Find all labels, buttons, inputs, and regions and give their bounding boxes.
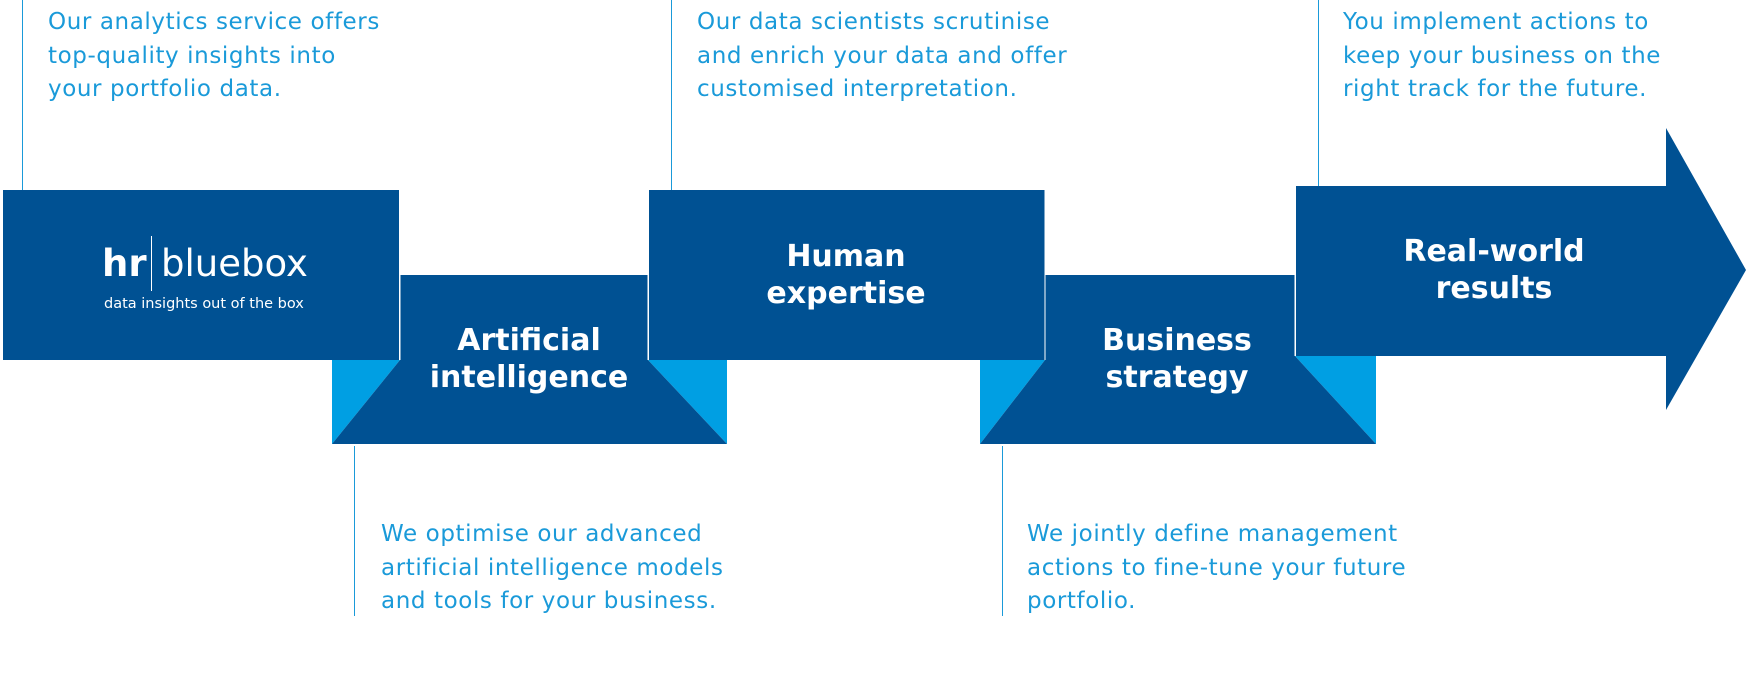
intro-desc-line: Our analytics service offers bbox=[48, 9, 380, 35]
step-4-desc-line: right track for the future. bbox=[1343, 76, 1648, 102]
step-1-desc-line: artificial intelligence models bbox=[381, 554, 724, 581]
step-3-label: Business strategy bbox=[1077, 322, 1277, 396]
step-3-label-line: strategy bbox=[1105, 360, 1249, 395]
step-1-desc-line: We optimise our advanced bbox=[381, 521, 703, 547]
step-1-label-line: Artificial bbox=[457, 323, 601, 358]
step-1-desc-line: and tools for your business. bbox=[381, 588, 717, 614]
logo-brand-light: bluebox bbox=[161, 242, 308, 285]
connector-step-4 bbox=[1318, 0, 1319, 186]
step-2-desc-line: and enrich your data and offer bbox=[697, 42, 1068, 69]
step-4-desc-line: keep your business on the bbox=[1343, 42, 1661, 69]
band-business-strategy bbox=[980, 275, 1376, 444]
logo-wordmark: hr bbox=[102, 242, 147, 286]
arrow-real-world-results bbox=[1296, 128, 1746, 410]
step-4-label-line: Real-world bbox=[1403, 234, 1585, 269]
step-2-description: Our data scientists scrutinise and enric… bbox=[697, 6, 1067, 107]
intro-description: Our analytics service offers top-quality… bbox=[48, 6, 380, 107]
logo-brand-bold: hr bbox=[102, 242, 147, 285]
intro-desc-line: top-quality insights into bbox=[48, 42, 336, 69]
step-4-label-line: results bbox=[1435, 271, 1553, 306]
connector-step-2 bbox=[671, 0, 672, 190]
connector-step-3 bbox=[1002, 446, 1003, 616]
step-4-desc-line: You implement actions to bbox=[1343, 9, 1649, 35]
step-3-label-line: Business bbox=[1102, 323, 1252, 358]
step-2-label: Human expertise bbox=[746, 238, 946, 312]
logo-box bbox=[3, 190, 399, 360]
band-human-expertise bbox=[649, 190, 1045, 360]
band-artificial-intelligence bbox=[332, 275, 727, 444]
step-4-label: Real-world results bbox=[1394, 233, 1594, 307]
step-2-desc-line: customised interpretation. bbox=[697, 76, 1018, 102]
connector-intro bbox=[22, 0, 23, 190]
step-2-desc-line: Our data scientists scrutinise bbox=[697, 9, 1051, 35]
logo-separator bbox=[151, 236, 152, 291]
step-1-description: We optimise our advanced artificial inte… bbox=[381, 518, 724, 619]
step-1-label-line: intelligence bbox=[429, 360, 629, 395]
step-1-label: Artificial intelligence bbox=[429, 322, 629, 396]
step-2-label-line: Human bbox=[786, 239, 906, 274]
logo-brand-light-wrap: bluebox bbox=[161, 242, 308, 286]
intro-desc-line: your portfolio data. bbox=[48, 76, 282, 102]
connector-step-1 bbox=[354, 446, 355, 616]
step-3-description: We jointly define management actions to … bbox=[1027, 518, 1406, 619]
logo-tagline: data insights out of the box bbox=[104, 296, 304, 312]
step-4-description: You implement actions to keep your busin… bbox=[1343, 6, 1661, 107]
step-3-desc-line: actions to fine-tune your future bbox=[1027, 554, 1407, 581]
step-2-label-line: expertise bbox=[766, 276, 926, 311]
step-3-desc-line: We jointly define management bbox=[1027, 521, 1398, 547]
step-3-desc-line: portfolio. bbox=[1027, 588, 1137, 614]
